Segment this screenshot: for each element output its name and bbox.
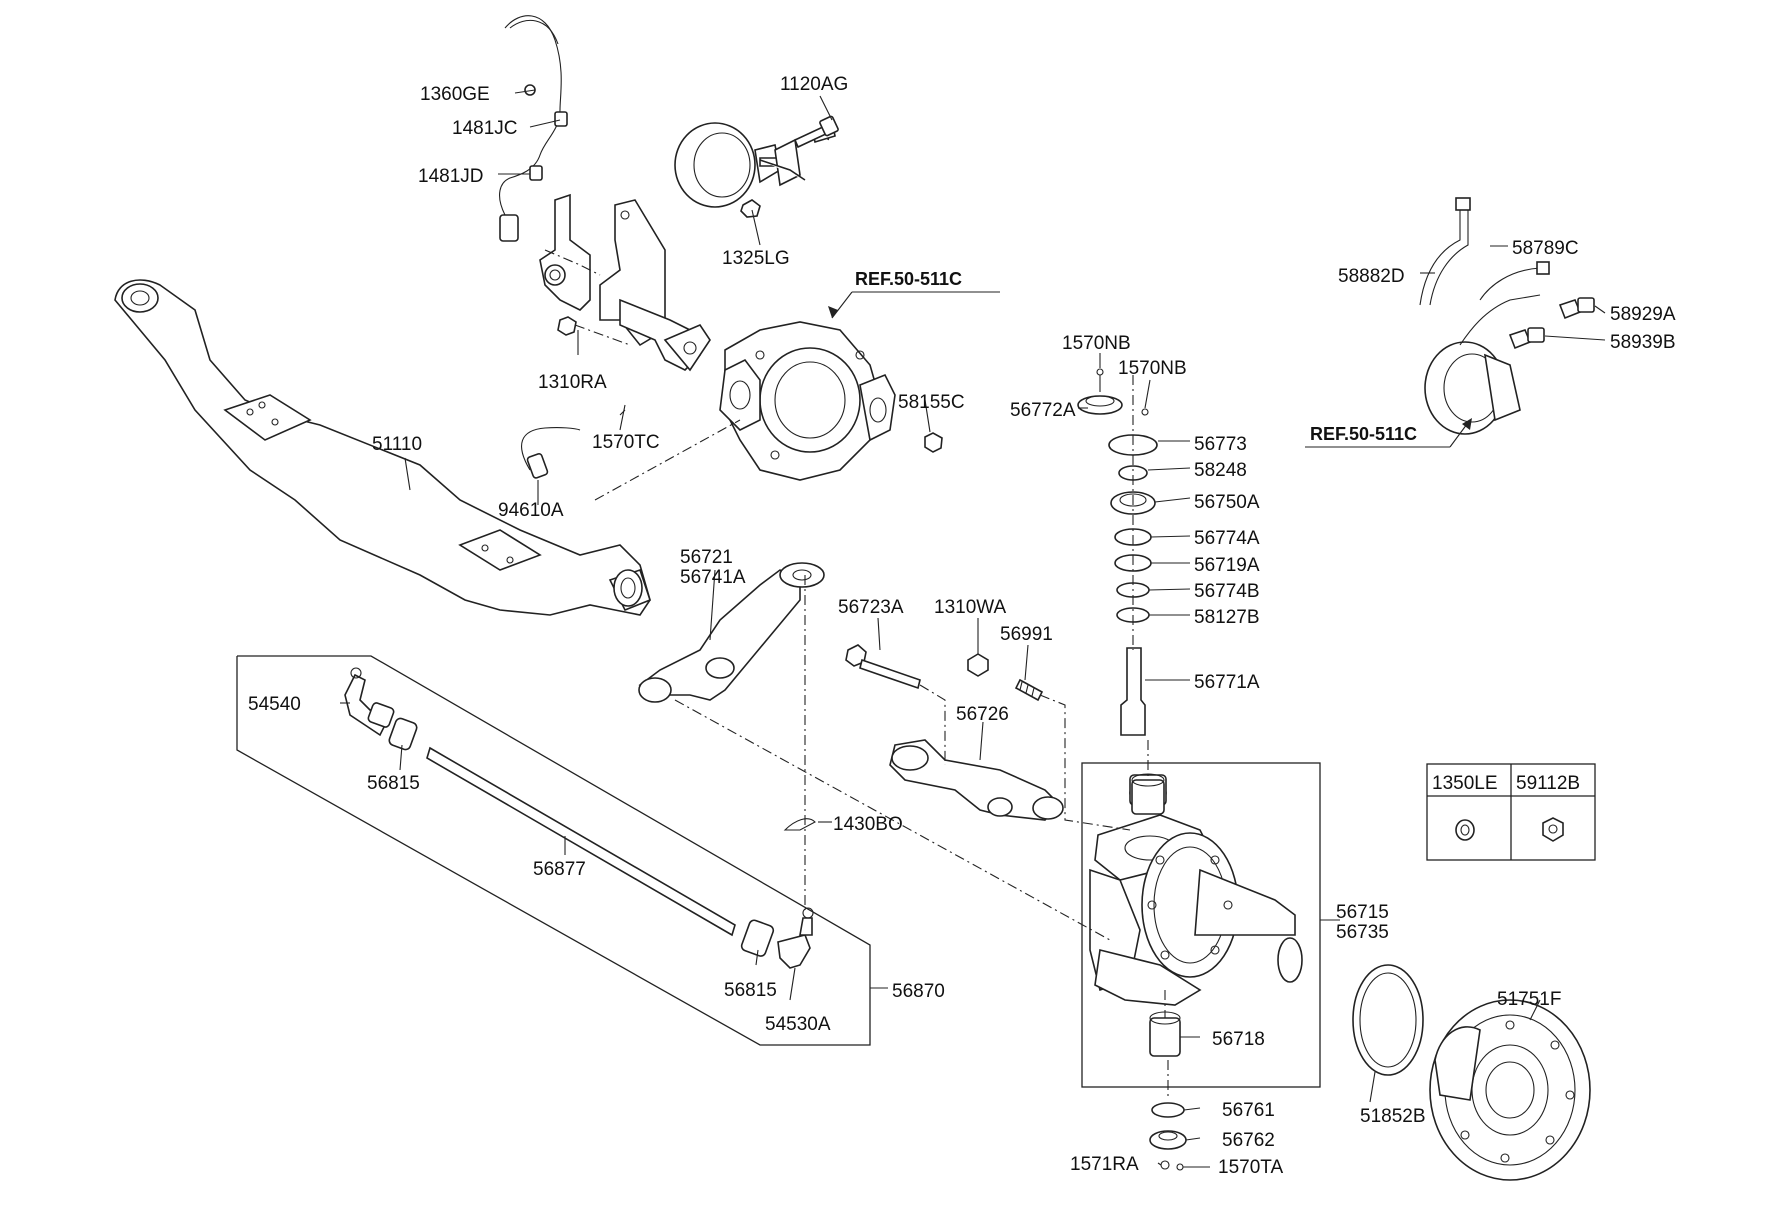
label-51852b: 51852B [1360, 1106, 1426, 1127]
label-56991: 56991 [1000, 624, 1053, 645]
bushing-upper [1131, 773, 1165, 815]
label-1570nb-a: 1570NB [1062, 333, 1131, 354]
table-col1-label: 1350LE [1432, 773, 1498, 794]
ref-label-top: REF.50-511C [828, 269, 1000, 319]
tie-rod-assembly-box [236, 655, 871, 1046]
label-56750a: 56750A [1194, 492, 1260, 513]
seal-56761 [1151, 1102, 1185, 1118]
label-1570nb-b: 1570NB [1118, 358, 1187, 379]
label-58939b: 58939B [1610, 332, 1676, 353]
label-1430bo: 1430BO [833, 814, 903, 835]
label-1570ta: 1570TA [1218, 1157, 1283, 1178]
label-1310wa: 1310WA [934, 597, 1006, 618]
washer-1350le-icon [1455, 819, 1475, 841]
label-94610a: 94610A [498, 500, 564, 521]
abs-sensor-94610a [521, 427, 581, 479]
label-1481jc: 1481JC [452, 118, 518, 139]
svg-text:REF.50-511C: REF.50-511C [855, 269, 962, 289]
steering-knuckle [1089, 774, 1303, 1006]
label-1360ge: 1360GE [420, 84, 490, 105]
label-58248: 58248 [1194, 460, 1247, 481]
bolt-56723a [845, 644, 921, 690]
nut-58155c [924, 432, 943, 453]
kingpin-cap-56772a [1077, 368, 1149, 416]
kingpin-56771a [1120, 647, 1146, 736]
label-1481jd: 1481JD [418, 166, 484, 187]
label-56726: 56726 [956, 704, 1009, 725]
clamp-56815-lower [740, 919, 775, 957]
nut-1310wa [967, 653, 989, 677]
wheel-hub-51751f [1429, 999, 1591, 1181]
label-56877: 56877 [533, 859, 586, 880]
label-1570tc: 1570TC [592, 432, 660, 453]
label-58127b: 58127B [1194, 607, 1260, 628]
label-56761: 56761 [1222, 1100, 1275, 1121]
clamp-56815-upper [388, 717, 418, 751]
knuckle-assembly-box [1081, 762, 1321, 1088]
pin-1570ta [1176, 1163, 1184, 1171]
label-56715: 56715 [1336, 902, 1389, 923]
seal-ring-51852b [1352, 964, 1424, 1076]
label-56723a: 56723A [838, 597, 904, 618]
label-56771a: 56771A [1194, 672, 1260, 693]
label-56718: 56718 [1212, 1029, 1265, 1050]
label-1571ra: 1571RA [1070, 1154, 1139, 1175]
label-56815-b: 56815 [724, 980, 777, 1001]
leader-lines [340, 89, 1606, 1168]
label-56719a: 56719A [1194, 555, 1260, 576]
table-col2-label: 59112B [1516, 773, 1580, 794]
label-1325lg: 1325LG [722, 248, 790, 269]
label-58789c: 58789C [1512, 238, 1579, 259]
label-56774b: 56774B [1194, 581, 1260, 602]
small-parts-table: 1350LE 59112B [1426, 763, 1596, 861]
front-axle-beam [114, 279, 651, 616]
nut-59112b-icon [1542, 817, 1564, 842]
label-56735: 56735 [1336, 922, 1389, 943]
label-56721: 56721 [680, 547, 733, 568]
nut-56762 [1149, 1130, 1187, 1150]
pin-1571ra [1160, 1160, 1170, 1170]
label-56815-a: 56815 [367, 773, 420, 794]
label-1120ag: 1120AG [780, 74, 848, 95]
label-56774a: 56774A [1194, 528, 1260, 549]
bolt-1120ag [793, 115, 839, 149]
tie-rod-end-54530a [777, 907, 814, 969]
label-58882d: 58882D [1338, 266, 1405, 287]
brake-chamber-right [1419, 197, 1595, 435]
bushing-56718 [1149, 1011, 1181, 1057]
brake-anchor-plate [719, 321, 896, 481]
label-56762: 56762 [1222, 1130, 1275, 1151]
stud-56991 [1014, 678, 1044, 702]
label-56773: 56773 [1194, 434, 1247, 455]
brake-bracket [539, 193, 711, 372]
svg-text:REF.50-511C: REF.50-511C [1310, 424, 1417, 444]
tie-rod-end-54540 [344, 667, 395, 737]
tie-rod-56877 [426, 746, 736, 937]
label-56772a: 56772A [1010, 400, 1076, 421]
label-58155c: 58155C [898, 392, 965, 413]
steering-arm-56726 [889, 739, 1064, 821]
label-56870: 56870 [892, 981, 945, 1002]
label-54540: 54540 [248, 694, 301, 715]
abs-sensor-wire [499, 15, 568, 242]
label-58929a: 58929A [1610, 304, 1676, 325]
assembly-guide-lines [544, 249, 1169, 1100]
label-56741a: 56741A [680, 567, 746, 588]
ref-label-right: REF.50-511C [1305, 418, 1472, 448]
cotter-pin-1430bo [783, 818, 816, 831]
steering-arm-56721 [638, 562, 825, 703]
label-54530a: 54530A [765, 1014, 831, 1035]
label-1310ra: 1310RA [538, 372, 607, 393]
label-51110: 51110 [372, 434, 422, 455]
label-51751f: 51751F [1497, 989, 1561, 1010]
part-labels: 1360GE 1481JC 1481JD 1120AG 1325LG 1310R… [248, 74, 1676, 1178]
